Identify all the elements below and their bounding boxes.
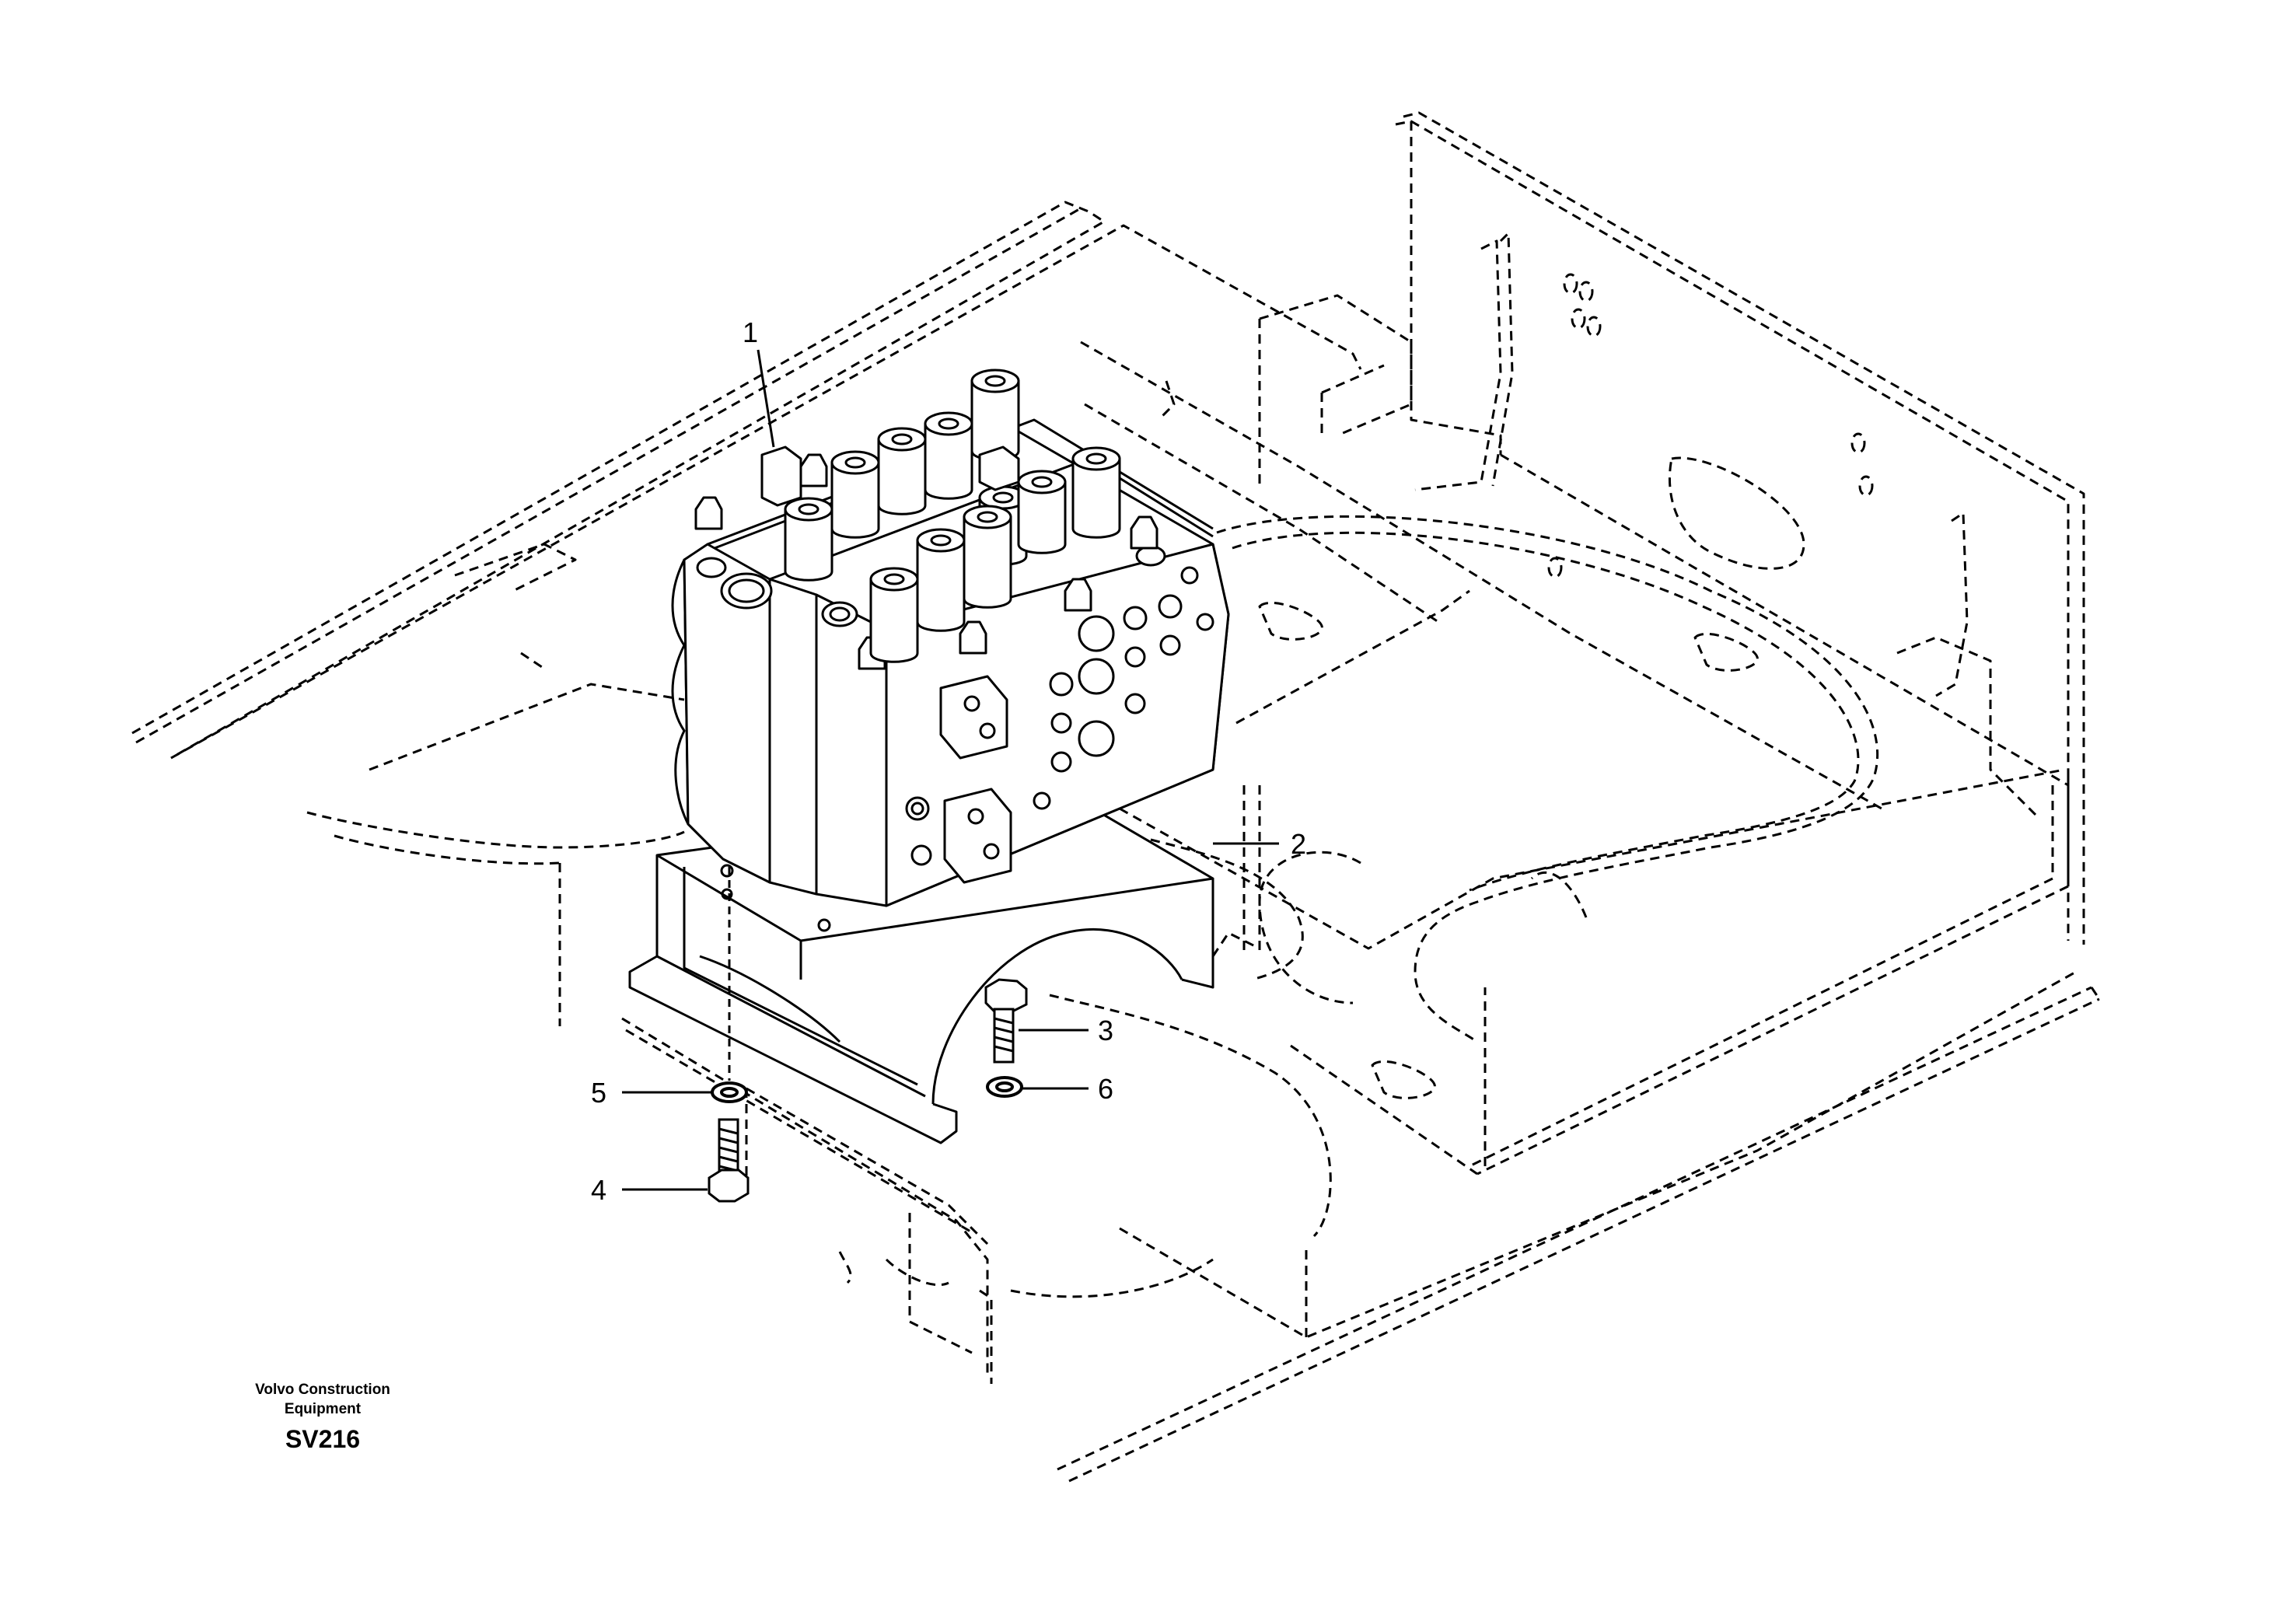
- callout-2: 2: [1291, 828, 1306, 860]
- leader-lines: [622, 349, 1279, 1191]
- callout-3: 3: [1098, 1015, 1113, 1046]
- bolt-part-4: [708, 1118, 750, 1203]
- callout-4: 4: [591, 1174, 606, 1206]
- solenoid-cartridges: [784, 369, 1121, 663]
- leader-1: [757, 349, 775, 448]
- washer-part-5: [711, 1081, 748, 1103]
- bolt-part-3: [984, 978, 1028, 1064]
- washer-part-6: [986, 1076, 1023, 1098]
- machine-frame-outline: [131, 111, 2101, 1483]
- control-valve-assembly: [671, 369, 1230, 907]
- callout-5: 5: [591, 1077, 606, 1109]
- manufacturer-name-line2: Equipment: [284, 1401, 362, 1417]
- drawing-code: SV216: [285, 1425, 361, 1453]
- callout-6: 6: [1098, 1073, 1113, 1105]
- drawing-title-block: Volvo Construction Equipment SV216: [194, 1380, 451, 1454]
- callout-1: 1: [743, 316, 758, 348]
- manufacturer-name-line1: Volvo Construction: [255, 1382, 390, 1398]
